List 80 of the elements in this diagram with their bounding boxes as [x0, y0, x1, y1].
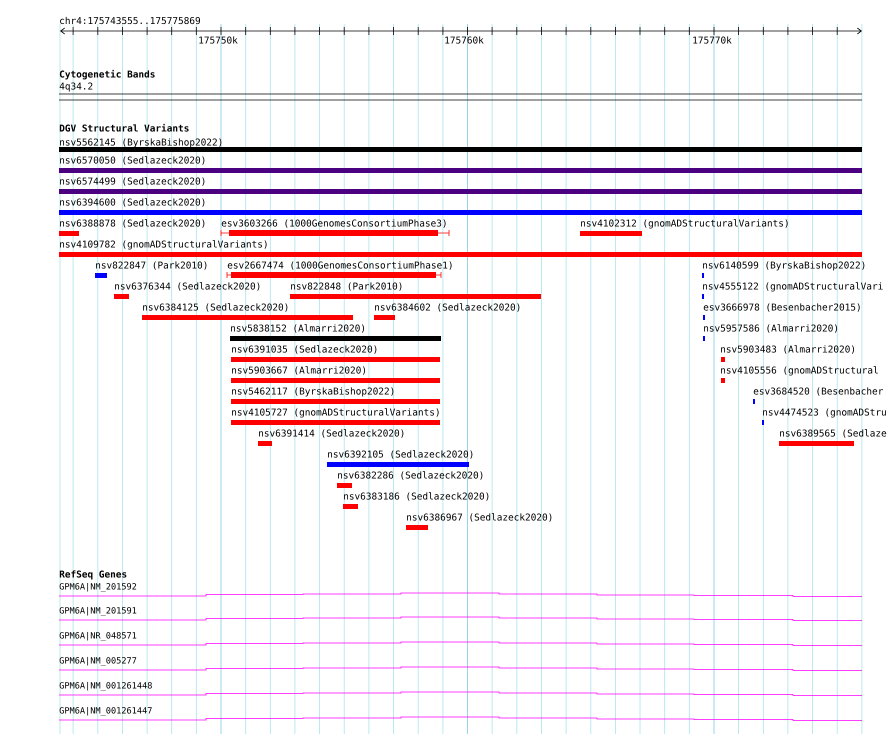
variant-feature: esv3684520 (Besenbacher [753, 387, 883, 404]
node-label: nsv5957586 (Almarri2020) [704, 324, 838, 333]
variant-feature: nsv4109782 (gnomADStructuralVariants) [59, 240, 862, 257]
node-label: nsv4555122 (gnomADStructuralVari [703, 282, 883, 292]
node-label: nsv6394600 (Sedlazeck2020) [60, 198, 204, 207]
node-label: nsv6383186 (Sedlazeck2020) [344, 492, 488, 501]
variant-feature: nsv6376344 (Sedlazeck2020) [114, 282, 260, 299]
variant-feature: nsv5903667 (Almarri2020) [231, 366, 440, 383]
node-label: nsv6389565 (Sedlaze [780, 429, 886, 438]
node-label: nsv4105556 (gnomADStructural [721, 366, 878, 376]
node-label: nsv4109782 (gnomADStructuralVariants) [60, 240, 267, 250]
coordinate-label: chr4:175743555..175775869 [60, 16, 200, 24]
node-label: nsv5462117 (ByrskaBishop2022) [232, 387, 394, 396]
variant-feature: nsv6389565 (Sedlaze [779, 429, 886, 446]
band-label: 4q34.2 [60, 82, 92, 92]
variant-feature: nsv6574499 (Sedlazeck2020) [59, 177, 862, 194]
node-label: nsv4102312 (gnomADStructuralVariants) [581, 219, 788, 229]
gene-feature: GPM6A|NM_001261447 [58, 706, 862, 721]
variant-feature: esv2667474 (1000GenomesConsortiumPhase1) [226, 261, 452, 278]
node-label: nsv6376344 (Sedlazeck2020) [115, 282, 260, 291]
node-label: nsv6391414 (Sedlazeck2020) [259, 429, 404, 438]
variant-feature: nsv5903483 (Almarri2020) [721, 345, 854, 362]
variant-feature: nsv5462117 (ByrskaBishop2022) [231, 387, 440, 404]
variant-feature: esv3666978 (Besenbacher2015) [703, 303, 860, 320]
node-label: nsv6140599 (ByrskaBishop2022) [703, 261, 864, 270]
variant-feature: nsv6382286 (Sedlazeck2020) [337, 471, 482, 488]
gene-feature: GPM6A|NM_201592 [58, 582, 862, 597]
node-label: nsv6570050 (Sedlazeck2020) [60, 156, 204, 165]
variant-feature: nsv5838152 (Almarri2020) [230, 324, 441, 341]
node-label: nsv6386967 (Sedlazeck2020) [407, 513, 552, 522]
variant-feature: nsv6394600 (Sedlazeck2020) [59, 198, 862, 215]
gene-feature: GPM6A|NM_001261448 [58, 682, 862, 696]
node-label: nsv4474523 (gnomADStru [763, 408, 886, 418]
variant-feature: nsv4474523 (gnomADStru [762, 408, 886, 425]
node-label: nsv5838152 (Almarri2020) [231, 324, 364, 333]
tick-label: 175760k [445, 36, 484, 44]
node-label: nsv822848 (Park2010) [291, 282, 402, 291]
track-heading: RefSeq Genes [60, 570, 126, 580]
variant-feature: nsv822847 (Park2010) [95, 261, 206, 278]
node-label: nsv6388878 (Sedlazeck2020) [60, 219, 204, 228]
node-label: nsv5903667 (Almarri2020) [232, 366, 366, 375]
gene-feature: GPM6A|NM_201591 [58, 606, 862, 621]
node-label: nsv822847 (Park2010) [96, 261, 206, 270]
tick-label: 175770k [693, 36, 732, 44]
variant-feature: nsv6386967 (Sedlazeck2020) [406, 513, 552, 530]
node-label: nsv6391035 (Sedlazeck2020) [232, 345, 376, 354]
variant-feature: nsv6140599 (ByrskaBishop2022) [702, 261, 864, 278]
variant-feature: nsv6570050 (Sedlazeck2020) [59, 156, 862, 173]
track-heading: DGV Structural Variants [60, 124, 189, 132]
variant-feature: nsv4105727 (gnomADStructuralVariants) [231, 408, 440, 425]
node-label: nsv5562145 (ByrskaBishop2022) [60, 138, 222, 148]
node-label: nsv6384125 (Sedlazeck2020) [143, 303, 288, 312]
variant-feature: nsv6388878 (Sedlazeck2020) [59, 219, 204, 236]
node-label: nsv5903483 (Almarri2020) [721, 345, 854, 354]
node-label: nsv6392105 (Sedlazeck2020) [328, 450, 472, 459]
variant-feature: esv3603266 (1000GenomesConsortiumPhase3) [220, 219, 450, 236]
node-label: esv2667474 (1000GenomesConsortiumPhase1) [228, 261, 452, 270]
gene-feature: GPM6A|NR_048571 [58, 632, 862, 646]
variant-feature: nsv822848 (Park2010) [290, 282, 541, 299]
node-label: nsv6384602 (Sedlazeck2020) [375, 303, 520, 312]
node-label: nsv6382286 (Sedlazeck2020) [338, 471, 482, 480]
tick-label: 175750k [199, 36, 238, 44]
gene-feature: GPM6A|NM_005277 [58, 656, 862, 671]
variant-feature: nsv6383186 (Sedlazeck2020) [343, 492, 488, 509]
variant-feature: nsv5957586 (Almarri2020) [703, 324, 838, 341]
variant-feature: nsv4555122 (gnomADStructuralVari [702, 282, 883, 299]
node-label: nsv4105727 (gnomADStructuralVariants) [232, 408, 439, 418]
node-label: esv3603266 (1000GenomesConsortiumPhase3) [222, 219, 446, 228]
variant-feature: nsv6391414 (Sedlazeck2020) [258, 429, 404, 446]
variant-feature: nsv6391035 (Sedlazeck2020) [231, 345, 440, 362]
variant-feature: nsv6384125 (Sedlazeck2020) [142, 303, 353, 320]
variant-feature: nsv6384602 (Sedlazeck2020) [374, 303, 520, 320]
track-heading: Cytogenetic Bands [60, 70, 155, 80]
variant-feature: nsv4102312 (gnomADStructuralVariants) [580, 219, 788, 236]
node-label: nsv6574499 (Sedlazeck2020) [60, 177, 204, 186]
node-label: esv3666978 (Besenbacher2015) [704, 303, 860, 312]
variant-feature: nsv4105556 (gnomADStructural [721, 366, 878, 383]
variant-feature: nsv6392105 (Sedlazeck2020) [327, 450, 472, 467]
variant-feature: nsv5562145 (ByrskaBishop2022) [59, 138, 862, 152]
node-label: esv3684520 (Besenbacher [754, 387, 884, 396]
